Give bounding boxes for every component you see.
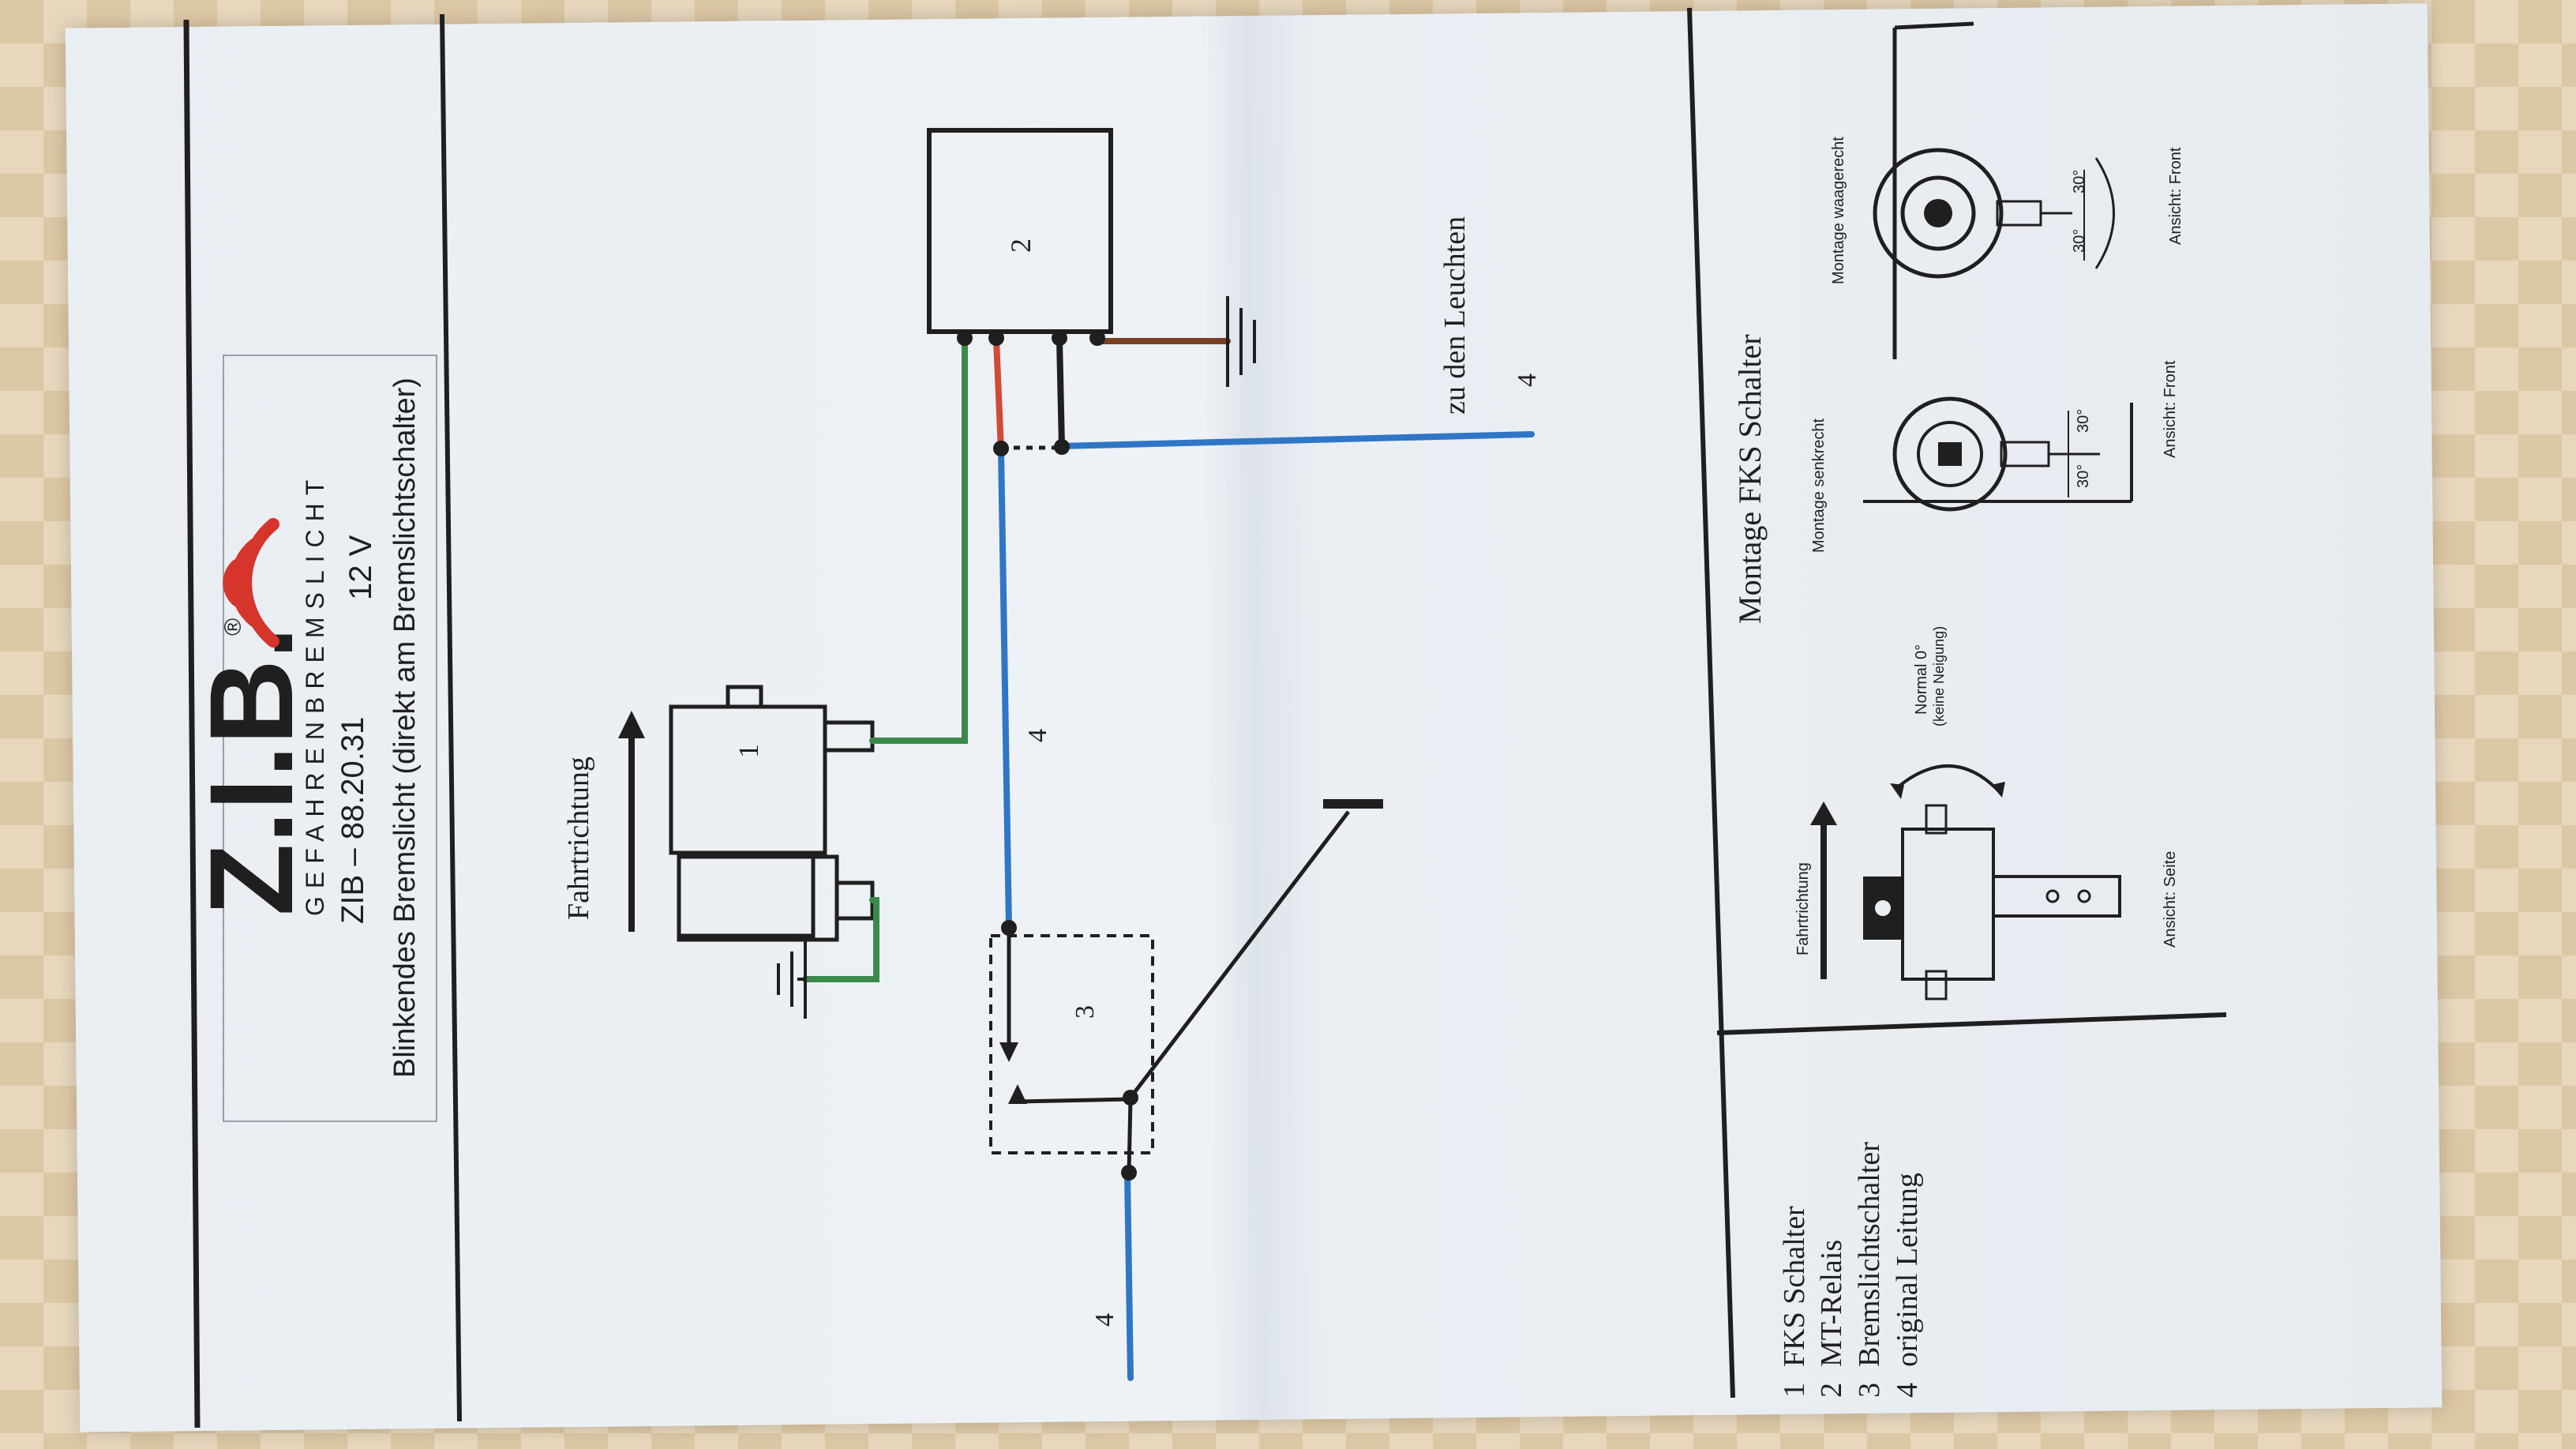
switch-arrow-up-icon (1008, 1084, 1027, 1104)
svg-text:2MT-Relais: 2 MT-Relais (1815, 1240, 1848, 1398)
right-section-divider (1687, 7, 1735, 1398)
front-view-label-2: Ansicht: Front (2167, 147, 2184, 245)
front-view-label-1: Ansicht: Front (2162, 360, 2179, 458)
wire-label-right: 4 (1513, 374, 1542, 387)
lamps-label: zu den Leuchten (1438, 216, 1472, 415)
side-view-label: Ansicht: Seite (2162, 851, 2179, 948)
legend-num-4: 4 (1891, 1383, 1924, 1398)
ground-icon-relay (1226, 296, 1256, 387)
direction-arrow-icon (618, 711, 645, 738)
voltage: 12 V (343, 535, 378, 600)
green-ground-wire (802, 897, 879, 982)
signal-waves-icon (223, 518, 279, 648)
green-wire-switch (869, 336, 968, 744)
legend-item-4: original Leitung (1891, 1173, 1924, 1367)
switch-link (1127, 1098, 1133, 1173)
red-wire (993, 336, 1004, 453)
mounting-title: Montage FKS Schalter (1732, 334, 1768, 624)
legend-divider (1716, 1012, 2227, 1035)
legend: 1 FKS Schalter 2 MT-Relais 3 Bremslichtscha… (1778, 1142, 1924, 1398)
tagline: GEFAHRENBREMSLICHT (301, 472, 329, 916)
switch-contact-line-2 (1018, 1097, 1131, 1104)
angle-c: 30° (2071, 170, 2088, 193)
switch-arrow-down-icon (999, 1042, 1018, 1062)
side-view-drawing: Fahrtrichtung Normal 0° (keine Neigung) … (1794, 626, 2179, 1000)
direction-label: Fahrtrichtung (562, 756, 595, 920)
model-number: ZIB – 88.20.31 (336, 717, 370, 924)
angle-b: 30° (2075, 464, 2092, 488)
legend-num-3: 3 (1853, 1383, 1886, 1398)
normal-angle-sub: (keine Neigung) (1931, 626, 1947, 726)
blue-wire-lamps (1056, 431, 1535, 449)
mt-relay-box (927, 128, 1113, 334)
header-divider-line (440, 13, 462, 1422)
vertical-mount-label: Montage senkrecht (1810, 418, 1828, 553)
wiring-lines (802, 336, 1535, 1381)
component-1-label: 1 (733, 744, 764, 758)
wire-label-left: 4 (1090, 1313, 1119, 1327)
fks-switch (669, 685, 875, 942)
legend-item-3: Bremslichtschalter (1853, 1142, 1886, 1367)
legend-item-2: MT-Relais (1815, 1240, 1848, 1367)
brake-light-switch-box (989, 934, 1154, 1154)
angle-a: 30° (2075, 409, 2092, 433)
fahrtrichtung-arrow-icon (1810, 801, 1837, 825)
mount-direction-label: Fahrtrichtung (1794, 862, 1812, 955)
blue-wire-main (998, 447, 1012, 931)
terminal-dots (957, 330, 1138, 1181)
svg-text:3Bremslichtschalter: 3 Bremslichtschalter (1853, 1142, 1886, 1398)
vertical-mount-drawing: Montage senkrecht 30° 30° Ansicht: Front (1810, 360, 2179, 553)
horizontal-mount-drawing: Montage waagerecht 30° 30° Ansicht: Fron… (1830, 21, 2184, 359)
angle-d: 30° (2071, 229, 2088, 253)
brake-pedal-lever (1129, 810, 1350, 1099)
normal-angle-label: Normal 0° (1913, 644, 1930, 715)
wire-label-middle: 4 (1023, 729, 1052, 742)
zib-logo: Z.I.B. (185, 626, 317, 916)
component-2-label: 2 (1005, 238, 1037, 253)
horizontal-mount-label: Montage waagerecht (1830, 137, 1847, 284)
header-box (223, 355, 437, 1122)
svg-text:4original Leitung: 4 original Leitung (1891, 1173, 1924, 1398)
svg-text:1FKS Schalter: 1 FKS Schalter (1778, 1206, 1811, 1398)
blue-wire-input (1124, 1169, 1134, 1381)
legend-item-1: FKS Schalter (1778, 1206, 1811, 1367)
description: Blinkendes Bremslicht (direkt am Bremsli… (388, 377, 422, 1078)
logo-registered-mark: ® (220, 618, 246, 636)
legend-num-2: 2 (1815, 1383, 1848, 1398)
component-3-label: 3 (1071, 1005, 1100, 1019)
legend-num-1: 1 (1778, 1383, 1811, 1398)
ground-icon-switch (777, 940, 807, 1019)
left-border-line (183, 19, 201, 1428)
black-wire (1056, 336, 1065, 449)
